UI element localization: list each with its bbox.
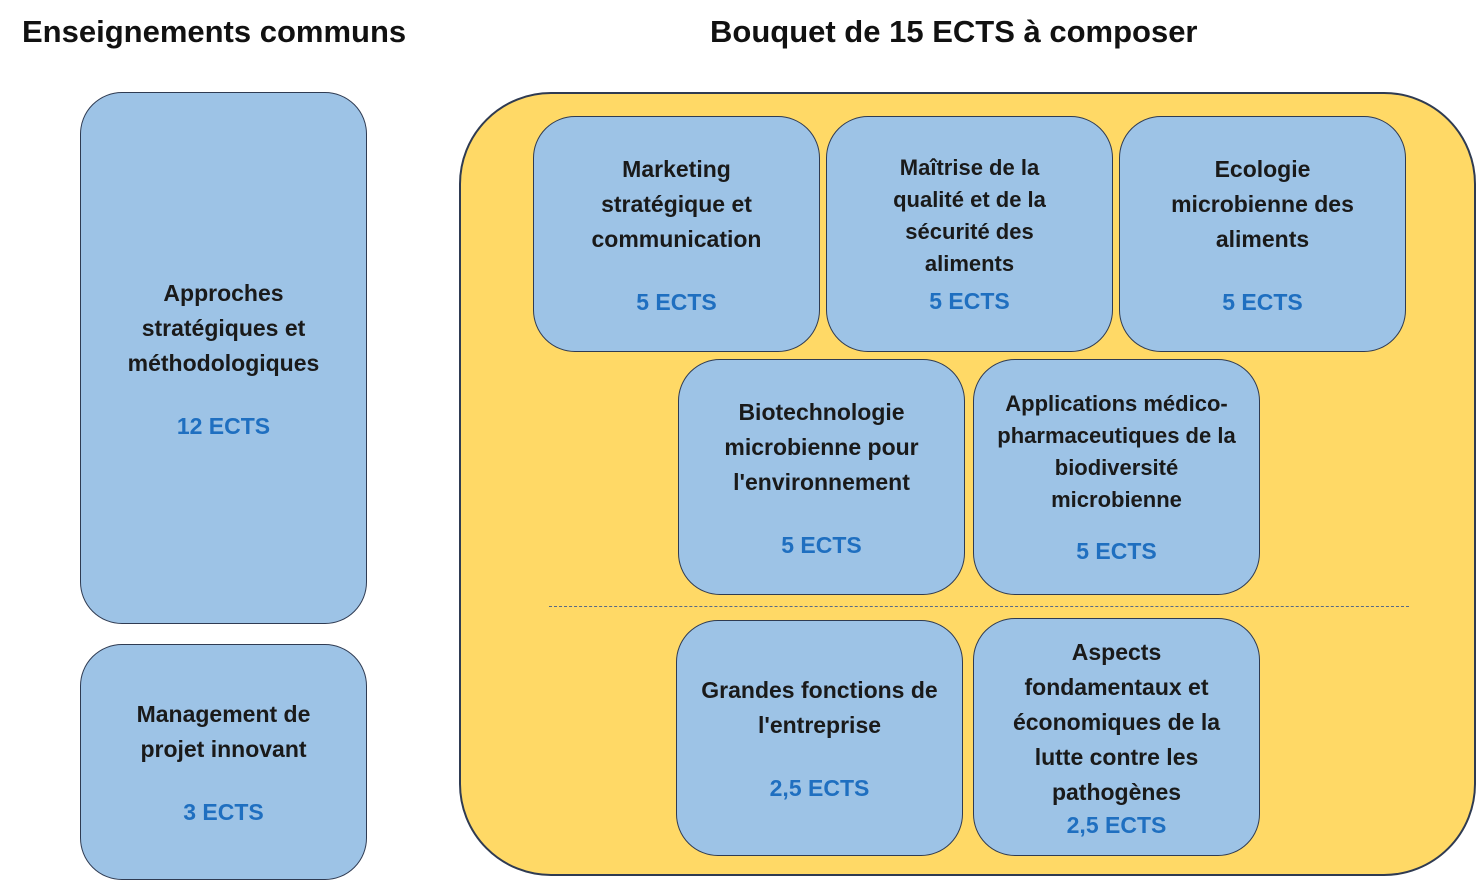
module-title: Approches stratégiques et méthodologique… bbox=[127, 279, 320, 376]
module-applications-medico: Applications médico-pharmaceutiques de l… bbox=[973, 359, 1260, 595]
module-ects: 3 ECTS bbox=[183, 799, 264, 825]
module-title: Aspects fondamentaux et économiques de l… bbox=[1012, 638, 1221, 805]
heading-common-courses: Enseignements communs bbox=[22, 14, 407, 49]
module-ecologie-microbienne: Ecologie microbienne des aliments 5 ECTS bbox=[1119, 116, 1406, 352]
module-title: Marketing stratégique et communication bbox=[591, 155, 762, 252]
module-ects: 12 ECTS bbox=[176, 412, 271, 439]
module-grandes-fonctions: Grandes fonctions de l'entreprise 2,5 EC… bbox=[676, 620, 963, 856]
module-management-projet: Management de projet innovant 3 ECTS bbox=[80, 644, 367, 880]
module-title: Grandes fonctions de l'entreprise bbox=[701, 677, 938, 738]
module-maitrise-qualite: Maîtrise de la qualité et de la sécurité… bbox=[826, 116, 1113, 352]
module-title: Management de projet innovant bbox=[136, 701, 311, 762]
module-ects: 5 ECTS bbox=[781, 531, 862, 558]
module-ects: 5 ECTS bbox=[1222, 288, 1303, 315]
module-aspects-pathogenes: Aspects fondamentaux et économiques de l… bbox=[973, 618, 1260, 856]
module-ects: 2,5 ECTS bbox=[1066, 811, 1167, 838]
module-title: Biotechnologie microbienne pour l'enviro… bbox=[724, 398, 919, 495]
dashed-divider bbox=[549, 606, 1409, 607]
module-biotechnologie: Biotechnologie microbienne pour l'enviro… bbox=[678, 359, 965, 595]
module-approches-strategiques: Approches stratégiques et méthodologique… bbox=[80, 92, 367, 624]
module-ects: 5 ECTS bbox=[929, 288, 1010, 314]
module-ects: 5 ECTS bbox=[636, 288, 717, 315]
heading-bouquet: Bouquet de 15 ECTS à composer bbox=[710, 14, 1198, 49]
module-title: Ecologie microbienne des aliments bbox=[1171, 155, 1354, 252]
module-title: Applications médico-pharmaceutiques de l… bbox=[997, 391, 1236, 512]
module-ects: 5 ECTS bbox=[1076, 538, 1157, 564]
module-title: Maîtrise de la qualité et de la sécurité… bbox=[893, 155, 1046, 276]
module-ects: 2,5 ECTS bbox=[769, 775, 870, 801]
module-marketing: Marketing stratégique et communication 5… bbox=[533, 116, 820, 352]
